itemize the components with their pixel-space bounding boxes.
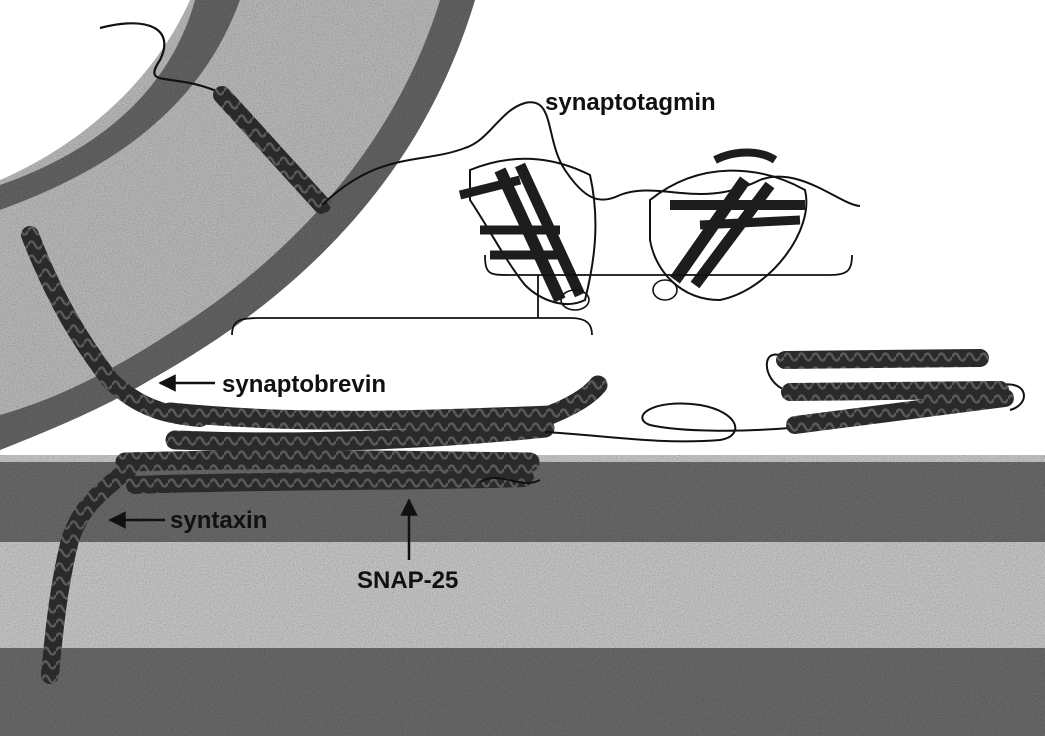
synaptotagmin-label: synaptotagmin — [545, 89, 716, 116]
synaptotagmin-c2b-domain — [650, 153, 806, 301]
synaptobrevin-label: synaptobrevin — [222, 371, 386, 398]
plasma-membrane — [0, 455, 1045, 736]
syntaxin-label: syntaxin — [170, 507, 267, 534]
synaptotagmin-c2a-domain — [460, 159, 595, 310]
snap25-label: SNAP-25 — [357, 567, 458, 594]
syntaxin-habc-domain — [785, 358, 1005, 425]
